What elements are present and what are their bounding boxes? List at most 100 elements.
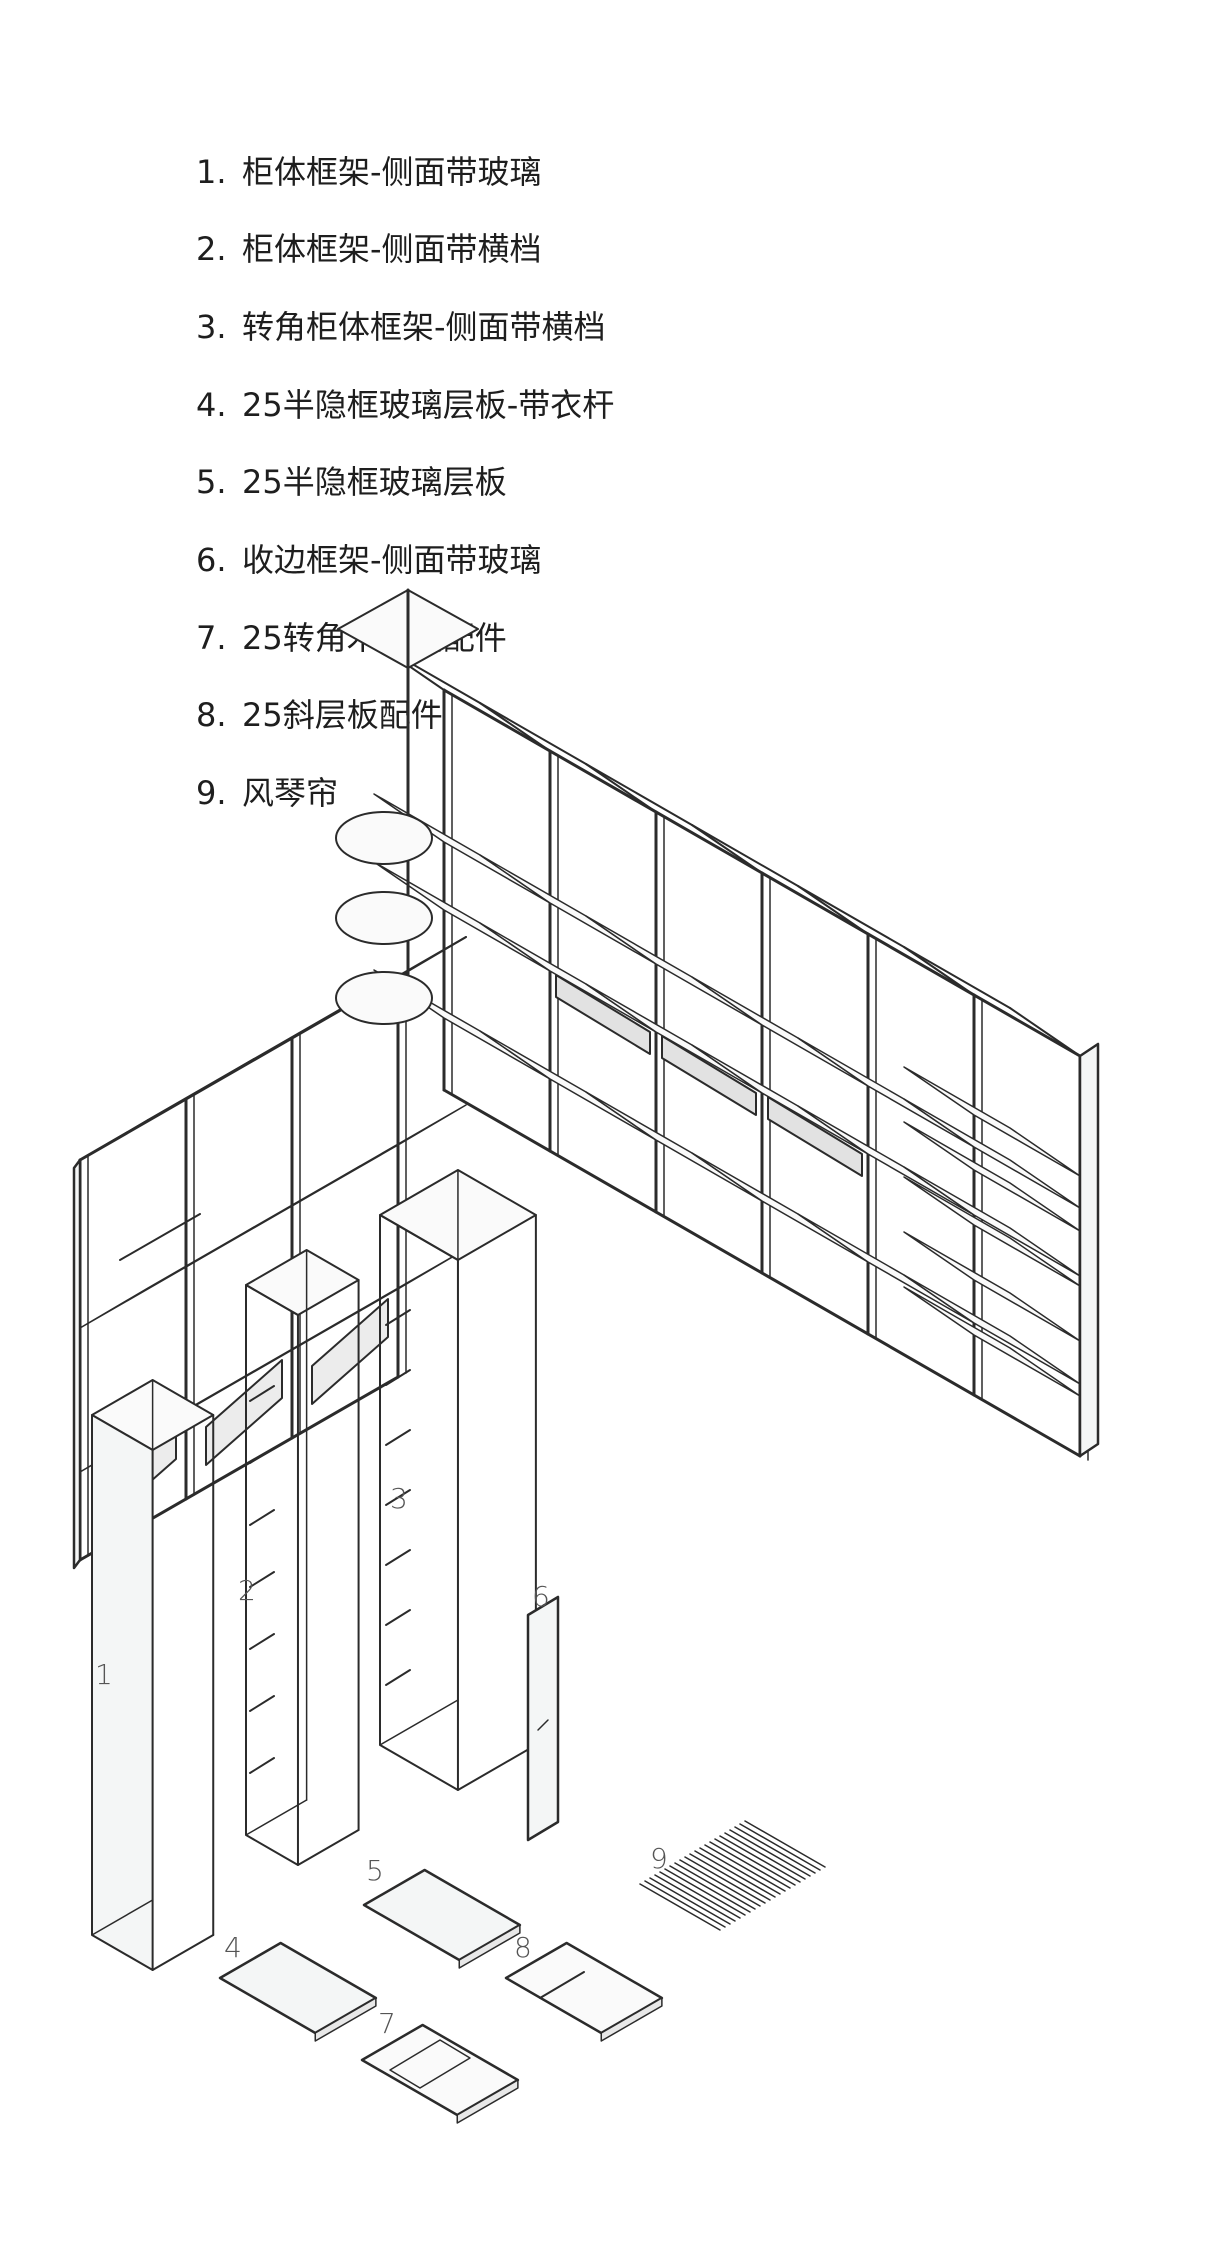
part-7-corner-wood-shelf <box>360 2023 520 2124</box>
glass-shelf <box>903 1231 1081 1342</box>
part-item-1: 1. 柜体框架-侧面带玻璃 <box>196 147 542 197</box>
blind-pleat <box>739 1823 821 1871</box>
blind-pleat <box>724 1832 806 1880</box>
blind-pleat <box>644 1880 726 1928</box>
start-side-panel <box>72 1158 82 1570</box>
side-rail <box>249 1509 275 1526</box>
blind-pleat <box>694 1850 776 1898</box>
slat-rail <box>539 1971 585 1999</box>
part-item-3: 3. 转角柜体框架-侧面带横档 <box>196 302 606 352</box>
part-number: 1. <box>196 153 227 191</box>
glass-shelf <box>903 1121 1081 1232</box>
trim-frame-panel <box>526 1595 560 1842</box>
shelf <box>797 1213 975 1324</box>
side-rail <box>385 1549 411 1566</box>
glass-shelf <box>903 1066 1081 1177</box>
callout-2: 2 <box>238 1574 256 1607</box>
base-rail <box>442 1088 1082 1458</box>
part-5-glass-shelf <box>362 1868 522 1969</box>
shelf <box>585 983 763 1094</box>
part-number: 6. <box>196 541 227 579</box>
base-edge <box>296 1829 360 1866</box>
blind-pleat <box>704 1844 786 1892</box>
assembled-wardrobe <box>72 588 1100 1570</box>
shelf <box>585 1091 763 1202</box>
glass-reflection <box>537 1719 549 1731</box>
blind-pleat <box>699 1847 781 1895</box>
blind-pleat <box>639 1883 721 1931</box>
part-number: 2. <box>196 230 227 268</box>
side-rail <box>249 1447 275 1464</box>
callout-4: 4 <box>224 1931 242 1964</box>
side-rail <box>385 1429 411 1446</box>
part-4-glass-shelf-with-rod <box>218 1941 378 2042</box>
drawer-front <box>767 1096 863 1177</box>
blind-pleat <box>689 1853 771 1901</box>
part-item-5: 5. 25半隐框玻璃层板 <box>196 457 507 507</box>
glass-shelf <box>903 1176 1081 1287</box>
callout-3: 3 <box>390 1482 408 1515</box>
slab-edge <box>456 2079 519 2124</box>
right-wing <box>373 641 1100 1461</box>
shelf <box>903 1166 1081 1277</box>
part-label: 25半隐框玻璃层板-带衣杆 <box>242 386 615 424</box>
shelf <box>479 922 657 1033</box>
end-side-panel <box>1078 1042 1100 1458</box>
drawer-front <box>555 974 651 1055</box>
side-rail <box>385 1609 411 1626</box>
side-rail <box>385 1669 411 1686</box>
part-callouts: 1 2 3 4 5 6 7 8 9 <box>95 1482 668 2040</box>
blind-pleat <box>744 1820 826 1868</box>
drawer-basket <box>205 1359 283 1466</box>
blind-pleat <box>714 1838 796 1886</box>
side-rail <box>249 1385 275 1402</box>
side-rail <box>385 1489 411 1506</box>
blind-pleat <box>684 1856 766 1904</box>
blind-pleat <box>719 1835 801 1883</box>
part-label: 柜体框架-侧面带玻璃 <box>242 153 542 191</box>
part-6-trim-frame <box>526 1595 560 1842</box>
top-face <box>245 1249 360 1316</box>
left-wing <box>72 936 467 1570</box>
top-rail <box>442 688 1082 1058</box>
corner-shelf <box>335 811 433 865</box>
top-back-rail <box>147 936 467 1121</box>
corner-shelf <box>335 891 433 945</box>
shelf <box>903 1098 1081 1209</box>
part-item-9: 9. 风琴帘 <box>196 768 338 818</box>
blind-pleat <box>669 1865 751 1913</box>
side-rail <box>249 1633 275 1650</box>
part-3-corner-frame <box>379 1169 537 1791</box>
slab-edge <box>458 1924 521 1969</box>
base-edge <box>379 1699 459 1746</box>
blind-pleat <box>674 1862 756 1910</box>
part-number: 9. <box>196 774 227 812</box>
base-edge <box>91 1899 154 1936</box>
part-item-4: 4. 25半隐框玻璃层板-带衣杆 <box>196 380 614 430</box>
shelf <box>691 1044 869 1155</box>
part-item-6: 6. 收边框架-侧面带玻璃 <box>196 535 542 585</box>
blind-pleat <box>649 1877 731 1925</box>
corner-shelf <box>335 971 433 1025</box>
exploded-parts <box>91 1169 826 2124</box>
part-2-frame-rails <box>245 1249 360 1866</box>
corner-unit <box>335 588 479 1025</box>
blind-pleat <box>734 1826 816 1874</box>
side-rail <box>385 1309 411 1326</box>
glass-shelf <box>903 1286 1081 1397</box>
shelf <box>797 1105 975 1216</box>
side-rail <box>385 1369 411 1386</box>
callout-5: 5 <box>366 1854 384 1887</box>
side-rail <box>249 1757 275 1774</box>
part-label: 柜体框架-侧面带横档 <box>242 230 542 268</box>
part-8-slant-shelf <box>504 1941 664 2042</box>
part-number: 8. <box>196 696 227 734</box>
slab-edge <box>314 1997 377 2042</box>
base-edge <box>245 1799 308 1836</box>
part-label: 风琴帘 <box>242 774 339 812</box>
front-frame <box>245 1284 299 1866</box>
shelf <box>479 854 657 965</box>
callout-8: 8 <box>514 1931 532 1964</box>
part-1-frame-glass <box>91 1379 215 1971</box>
